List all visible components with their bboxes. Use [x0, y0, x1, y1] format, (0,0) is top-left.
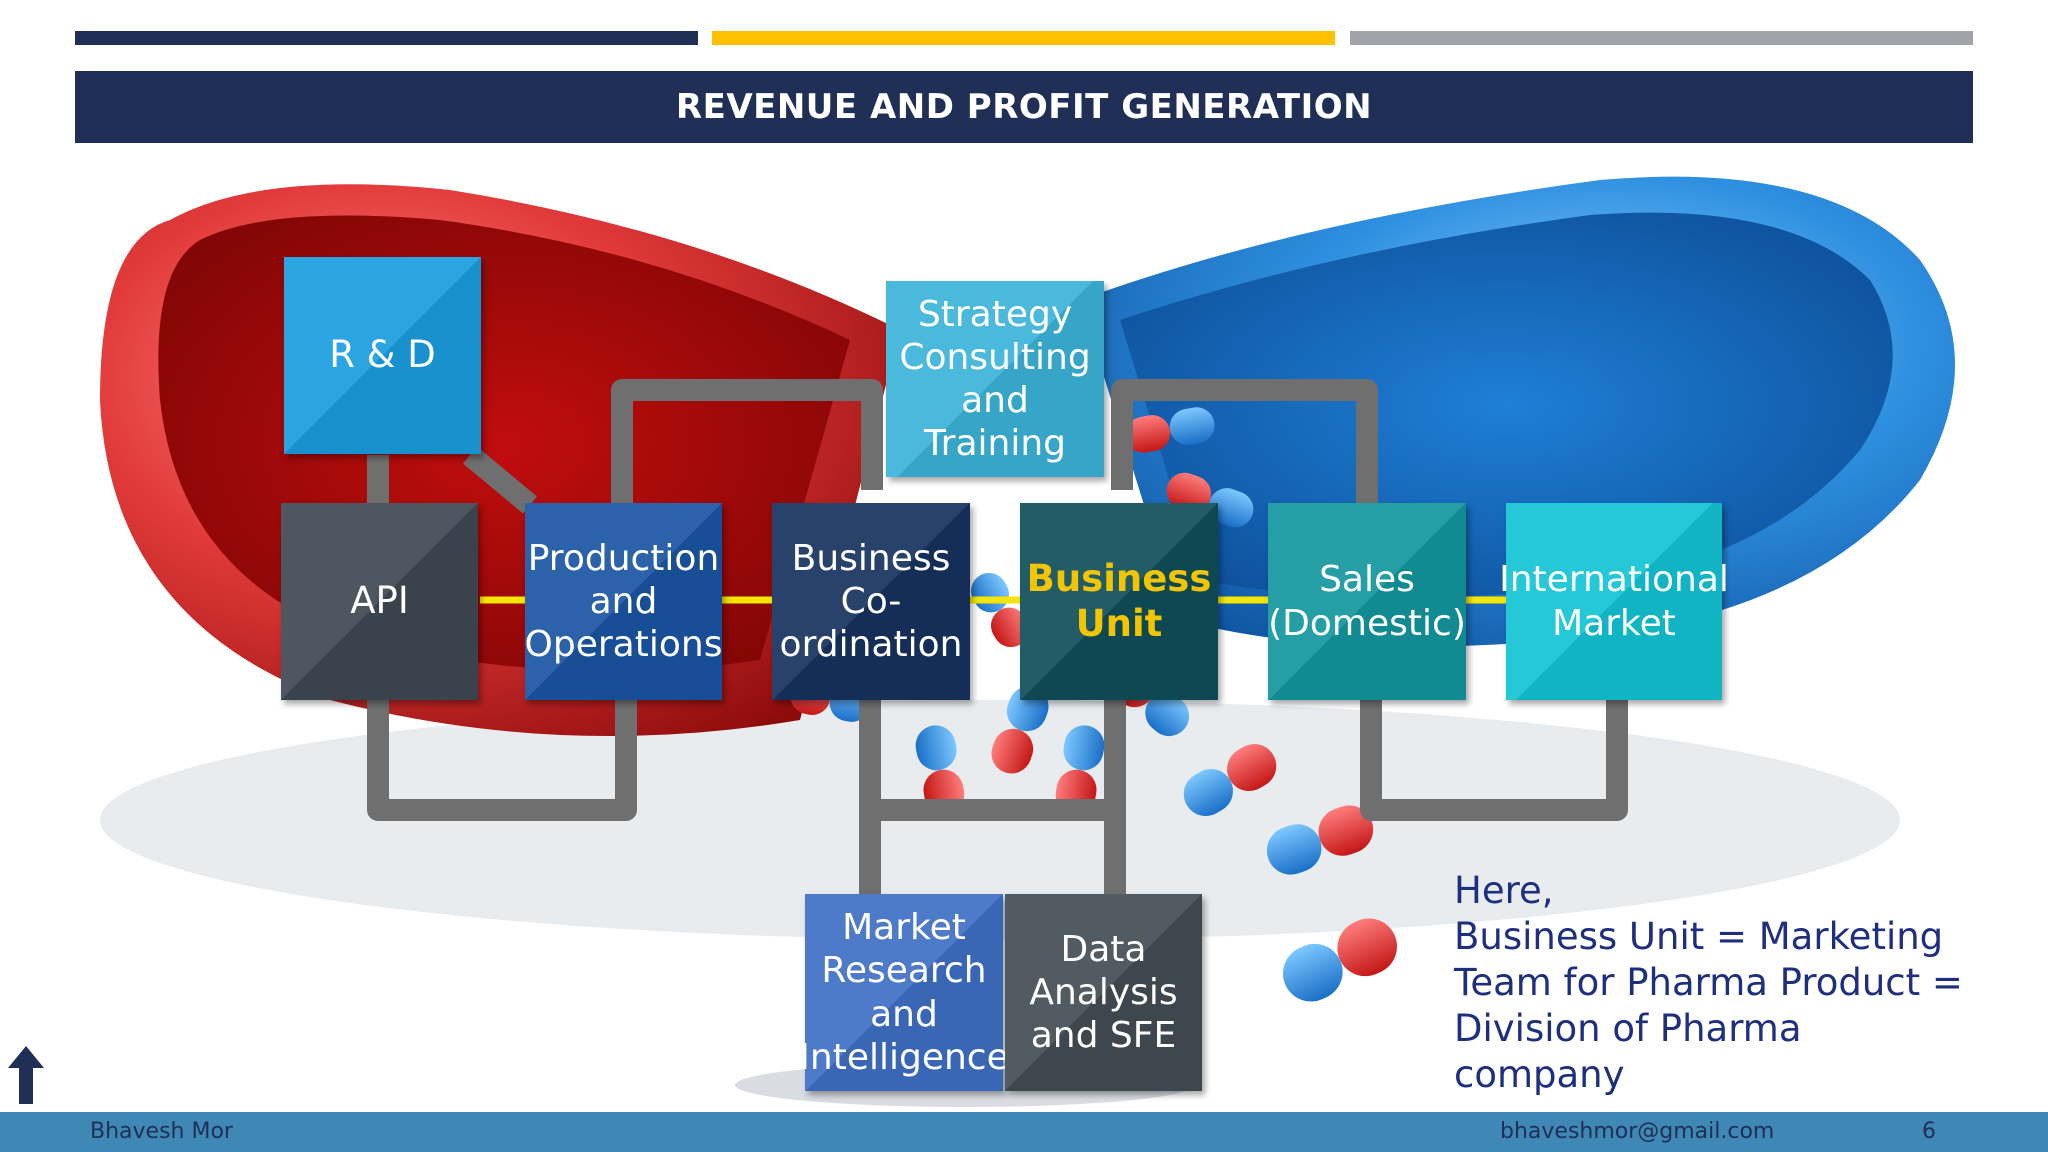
node-market-research: Market Research and Intelligence: [799, 894, 1009, 1091]
note-line: Team for Pharma Product =: [1454, 961, 1963, 1004]
node-strategy-consulting: Strategy Consulting and Training: [886, 281, 1104, 477]
page-number: 6: [1922, 1119, 1936, 1144]
node-r-and-d: R & D: [284, 257, 481, 454]
page-title: REVENUE AND PROFIT GENERATION: [675, 87, 1373, 127]
note-line: Here,: [1454, 869, 1554, 912]
node-international-market: International Market: [1499, 503, 1729, 700]
accent-bar-gold: [712, 31, 1335, 45]
note-line: Business Unit = Marketing: [1454, 915, 1944, 958]
node-api: API: [281, 503, 478, 700]
note-line: Division of Pharma: [1454, 1007, 1802, 1050]
up-arrow-icon[interactable]: [6, 1044, 46, 1106]
title-band: REVENUE AND PROFIT GENERATION: [75, 71, 1973, 143]
node-business-unit: Business Unit: [1020, 503, 1218, 700]
business-unit-note: Here, Business Unit = Marketing Team for…: [1454, 868, 1994, 1098]
accent-bar-gray: [1350, 31, 1973, 45]
accent-bar-navy: [75, 31, 698, 45]
node-business-coordination: Business Co-ordination: [772, 503, 970, 700]
footer-email: bhaveshmor@gmail.com: [1500, 1119, 1775, 1144]
node-data-analysis: Data Analysis and SFE: [1005, 894, 1202, 1091]
note-line: company: [1454, 1053, 1625, 1096]
footer-bar: Bhavesh Mor bhaveshmor@gmail.com 6: [0, 1112, 2048, 1152]
connector-lines: [367, 379, 1628, 895]
node-sales-domestic: Sales (Domestic): [1268, 503, 1466, 700]
node-production-operations: Production and Operations: [525, 503, 722, 700]
footer-author: Bhavesh Mor: [90, 1119, 233, 1144]
